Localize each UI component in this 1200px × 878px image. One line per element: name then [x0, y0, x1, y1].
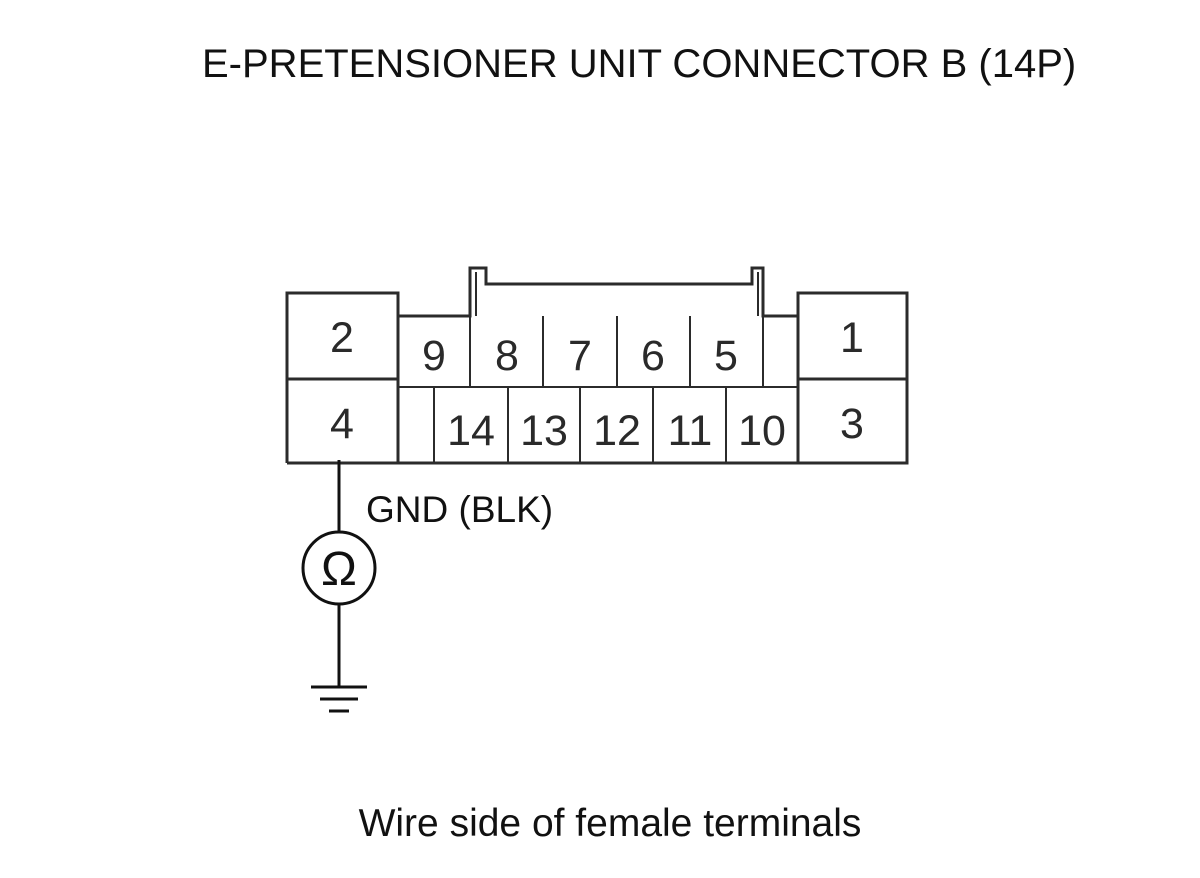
terminal-8: 8	[495, 332, 519, 380]
terminal-11: 11	[668, 407, 713, 455]
terminal-6: 6	[641, 332, 665, 380]
diagram-title: E-PRETENSIONER UNIT CONNECTOR B (14P)	[202, 42, 1077, 86]
housing-outline	[285, 266, 909, 465]
ohm-icon: Ω	[321, 543, 357, 596]
terminal-5: 5	[714, 332, 738, 380]
connector-housing	[285, 266, 909, 465]
wire-label: GND (BLK)	[366, 489, 553, 530]
terminal-13: 13	[520, 407, 568, 455]
terminal-14: 14	[447, 407, 495, 455]
terminal-10: 10	[738, 407, 786, 455]
terminal-9: 9	[422, 332, 446, 380]
diagram-caption: Wire side of female terminals	[358, 802, 862, 845]
ohmmeter-circuit	[301, 460, 377, 713]
terminal-2: 2	[330, 314, 354, 362]
terminal-4: 4	[330, 400, 354, 448]
terminal-3: 3	[840, 400, 864, 448]
terminal-7: 7	[568, 332, 592, 380]
terminal-numbers: 2 4 1 3 9 8 7 6 5 14 13 12 11 10	[330, 314, 864, 455]
terminal-1: 1	[840, 314, 864, 362]
terminal-12: 12	[593, 407, 641, 455]
